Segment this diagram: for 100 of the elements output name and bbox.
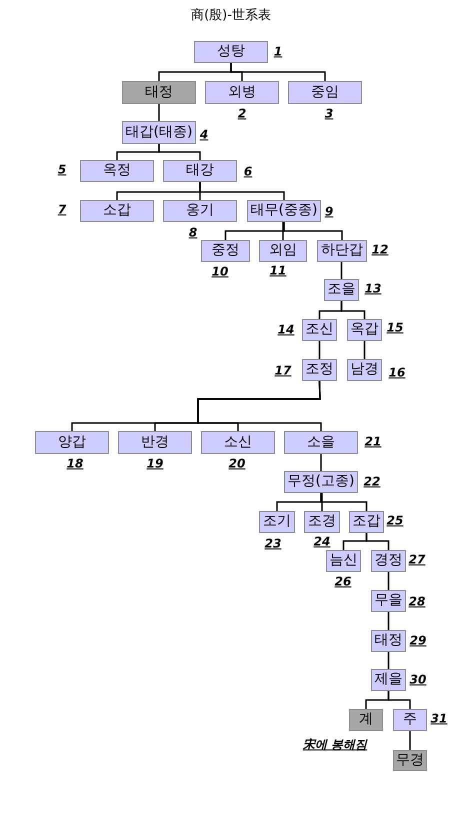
person-name: 소을 [307, 434, 335, 450]
person-name: 옹기 [186, 203, 214, 219]
person-name: 주 [403, 712, 417, 728]
order-number: 13 [364, 282, 382, 296]
order-number: 25 [386, 514, 404, 528]
connector-line [320, 454, 322, 471]
order-number: 7 [58, 203, 66, 217]
person-name: 남경 [350, 362, 378, 378]
connector-line [158, 104, 160, 121]
person-name: 태무(중종) [250, 203, 318, 219]
person-name: 태갑(태종) [126, 124, 192, 140]
name-box [371, 669, 406, 691]
order-number: 21 [364, 435, 382, 449]
connector-line [388, 652, 390, 669]
name-box [349, 709, 383, 731]
name-box [259, 511, 295, 533]
name-box [347, 319, 382, 341]
note-text: 宋에 봉해짐 [302, 738, 368, 752]
order-number: 3 [324, 107, 334, 121]
connector-line [388, 572, 390, 590]
connector-line [320, 493, 368, 511]
name-box [324, 279, 359, 301]
order-number: 16 [388, 366, 406, 380]
person-name: 무경 [396, 752, 424, 768]
person-name: 태정 [374, 633, 402, 649]
connector-line [321, 493, 323, 511]
order-number: 6 [244, 165, 252, 179]
order-number: 23 [264, 537, 282, 551]
name-box [393, 709, 427, 731]
order-number: 10 [212, 265, 228, 279]
name-box [284, 471, 358, 493]
connector-line [340, 262, 342, 279]
name-box [259, 240, 307, 262]
name-box [317, 240, 367, 262]
order-number: 15 [386, 321, 404, 335]
person-name: 조신 [306, 322, 334, 338]
name-box [288, 81, 362, 104]
name-box [118, 431, 192, 454]
name-box [205, 81, 279, 104]
name-box [163, 200, 237, 222]
order-number: 9 [324, 205, 334, 219]
order-number: 1 [274, 45, 282, 59]
order-number: 30 [410, 673, 426, 687]
connector-line [366, 533, 390, 550]
person-name: 계 [359, 712, 373, 728]
name-box [302, 359, 337, 381]
name-box [80, 160, 154, 182]
person-name: 옥갑 [350, 322, 378, 338]
connector-line [388, 612, 390, 630]
person-name: 소신 [224, 434, 252, 450]
person-name: 조을 [328, 282, 356, 298]
order-number: 4 [200, 128, 208, 142]
person-name: 무정(고종) [288, 474, 354, 490]
name-box [194, 41, 268, 63]
connector-line [199, 182, 285, 200]
person-name: 반경 [141, 434, 169, 450]
name-box [302, 319, 337, 341]
name-box [371, 630, 406, 652]
order-number: 20 [228, 457, 246, 471]
connector-line [364, 341, 366, 359]
order-number: 29 [410, 634, 426, 648]
order-number: 28 [408, 595, 426, 609]
name-box [201, 240, 250, 262]
order-number: 18 [66, 457, 84, 471]
order-number: 19 [146, 457, 164, 471]
order-number: 22 [364, 475, 380, 489]
connector-line [388, 691, 411, 709]
name-box [349, 511, 384, 533]
person-name: 외병 [228, 84, 256, 100]
person-name: 제을 [374, 672, 402, 688]
connector-line [318, 341, 320, 359]
order-number: 27 [408, 553, 426, 567]
order-number: 12 [372, 243, 388, 257]
name-box [371, 550, 406, 572]
name-box [347, 359, 382, 381]
name-box [371, 590, 406, 612]
chart-title: 商(殷)-世系表 [191, 8, 271, 24]
person-name: 무을 [374, 593, 402, 609]
person-name: 하단갑 [321, 243, 363, 259]
person-name: 조경 [308, 514, 336, 530]
connector-line [282, 222, 284, 240]
order-number: 5 [58, 163, 66, 177]
person-name: 중임 [311, 84, 339, 100]
name-box [35, 431, 109, 454]
order-number: 17 [274, 364, 292, 378]
person-name: 조기 [263, 514, 291, 530]
connector-line [230, 63, 326, 81]
connector-line [158, 144, 201, 160]
person-name: 성탕 [217, 44, 245, 60]
order-number: 2 [238, 107, 246, 121]
person-name: 조갑 [352, 514, 380, 530]
connector-line [409, 731, 411, 750]
connector-line [340, 301, 366, 319]
order-number: 11 [270, 264, 286, 278]
name-box [80, 200, 154, 222]
name-box [326, 550, 361, 572]
person-name: 중정 [212, 243, 240, 259]
person-name: 태강 [186, 163, 214, 179]
person-name: 늠신 [330, 553, 358, 569]
order-number: 8 [188, 226, 198, 240]
